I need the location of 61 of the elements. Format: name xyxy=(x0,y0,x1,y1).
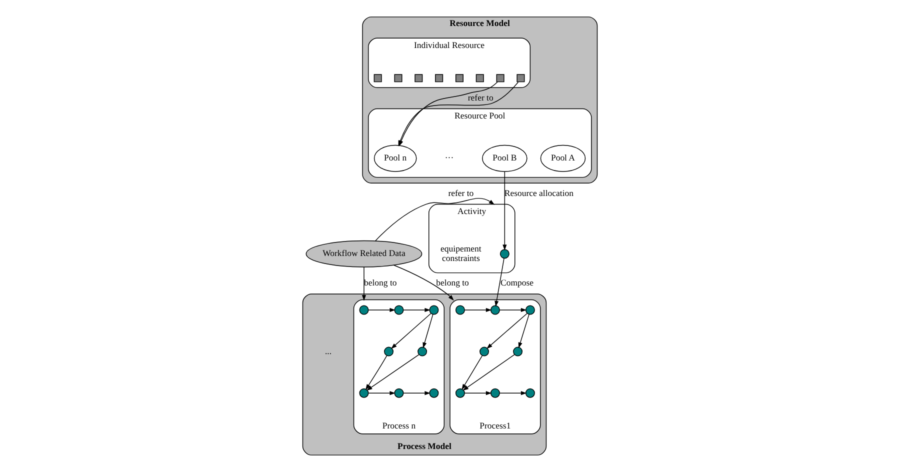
arrow xyxy=(502,171,506,250)
cluster: Process n xyxy=(352,299,444,434)
node-circle xyxy=(454,388,464,398)
node-circle xyxy=(454,305,464,315)
node-circle xyxy=(394,388,404,398)
arrow xyxy=(464,391,492,396)
label: ··· xyxy=(444,152,454,163)
node-ellipse: Pool B xyxy=(482,144,527,172)
arrow xyxy=(498,391,526,396)
node-circle xyxy=(358,305,368,315)
node-circle xyxy=(524,305,534,315)
node-ellipse: Pool n xyxy=(373,144,416,172)
arrow xyxy=(366,354,419,391)
label: ... xyxy=(324,346,332,356)
node-circle xyxy=(358,388,368,398)
node-box xyxy=(454,74,463,82)
arrow xyxy=(498,308,526,312)
arrow xyxy=(422,314,433,348)
node-ellipse: Workflow Related Data xyxy=(305,240,422,268)
node-circle xyxy=(512,346,522,356)
node-circle xyxy=(428,388,438,398)
edge-label: Resource allocation xyxy=(504,188,573,198)
arrow xyxy=(390,312,431,349)
node-box xyxy=(373,74,382,82)
arrow xyxy=(361,266,366,301)
edge-label: refer to xyxy=(467,92,493,102)
node-circle xyxy=(384,346,393,356)
arrow xyxy=(392,264,454,301)
node-circle xyxy=(499,249,509,259)
arrow xyxy=(464,308,492,312)
arrow xyxy=(462,354,514,391)
node-circle xyxy=(417,346,427,356)
arrow xyxy=(368,391,396,396)
arrow xyxy=(461,355,482,390)
node-circle xyxy=(524,388,534,398)
node-circle xyxy=(490,305,500,315)
node-box xyxy=(475,74,484,82)
node-circle xyxy=(479,346,488,356)
node-label: equipement xyxy=(440,243,481,254)
node-box xyxy=(434,74,443,82)
edge-label: refer to xyxy=(448,188,474,198)
node-box xyxy=(516,74,524,82)
arrow xyxy=(486,312,528,349)
node-box xyxy=(414,74,422,82)
arrow xyxy=(518,314,529,348)
node-box xyxy=(496,74,504,82)
arrow xyxy=(402,391,430,396)
node-circle xyxy=(428,305,438,315)
arrow xyxy=(368,308,396,312)
node-label: constraints xyxy=(442,252,480,263)
edge-label: Compose xyxy=(500,278,534,288)
arrow xyxy=(402,308,430,312)
edge-label: belong to xyxy=(436,278,468,288)
arrow xyxy=(364,355,387,390)
node-ellipse: Pool A xyxy=(540,144,586,172)
node-circle xyxy=(394,305,404,315)
node-circle xyxy=(490,388,500,398)
arrow xyxy=(374,198,494,242)
node-box xyxy=(394,74,402,82)
arrow xyxy=(494,258,504,307)
cluster: Individual Resource xyxy=(368,38,530,88)
